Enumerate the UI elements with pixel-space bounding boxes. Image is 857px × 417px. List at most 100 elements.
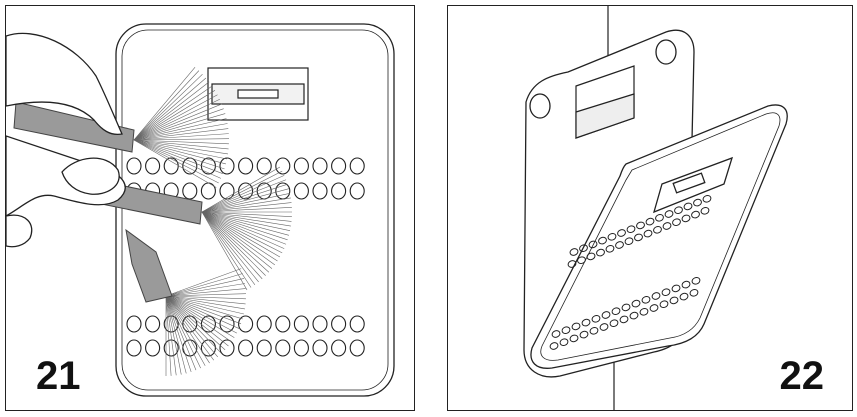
step-21-panel: 21: [5, 5, 415, 411]
vent-hole: [349, 182, 365, 200]
vent-hole: [639, 307, 649, 316]
vent-hole: [256, 339, 272, 357]
vent-hole: [293, 315, 309, 333]
vent-hole: [559, 338, 569, 347]
vent-hole: [605, 244, 615, 253]
vent-hole: [598, 236, 607, 245]
vent-hole: [691, 210, 700, 219]
vent-hole: [312, 339, 328, 357]
vent-hole: [617, 229, 626, 237]
vent-hole: [634, 233, 643, 242]
vent-hole: [611, 307, 621, 316]
vent-hole: [561, 326, 571, 335]
vent-hole: [163, 157, 179, 175]
vent-hole: [662, 222, 672, 230]
vent-hole: [607, 232, 617, 241]
device-front-cover: [530, 104, 788, 369]
vent-hole: [651, 292, 661, 300]
vent-hole: [681, 280, 691, 289]
step-number: 21: [36, 354, 81, 398]
vent-hole: [579, 244, 588, 253]
vent-hole: [238, 339, 254, 357]
vent-hole: [655, 213, 664, 222]
step-22-panel: 22: [447, 5, 853, 411]
step-21-illustration: [6, 23, 395, 397]
vent-hole: [586, 252, 596, 261]
vent-hole: [182, 339, 198, 357]
vent-hole: [683, 202, 693, 211]
vent-hole: [331, 157, 347, 175]
vent-hole: [689, 288, 699, 297]
vent-hole: [581, 318, 591, 327]
vent-hole: [653, 225, 662, 234]
vent-hole: [293, 339, 309, 357]
vent-holes: [549, 194, 712, 350]
vent-hole: [331, 339, 347, 357]
vent-hole: [674, 206, 683, 215]
vent-hole: [312, 182, 328, 200]
vent-hole: [569, 248, 579, 256]
vent-hole: [219, 157, 235, 175]
vent-hole: [275, 157, 291, 175]
vent-hole: [649, 304, 659, 312]
vent-hole: [601, 311, 611, 319]
vent-hole: [569, 334, 579, 343]
vent-hole: [219, 339, 235, 357]
vent-hole: [624, 237, 634, 246]
vent-hole: [145, 315, 161, 333]
vent-hole: [126, 339, 142, 357]
vent-hole: [609, 319, 619, 328]
vent-hole: [551, 330, 561, 338]
vent-hole: [643, 229, 653, 238]
vent-hole: [126, 315, 142, 333]
vent-hole: [331, 182, 347, 200]
vent-hole: [577, 256, 586, 265]
vent-hole: [256, 315, 272, 333]
vent-hole: [579, 330, 589, 339]
vent-hole: [591, 314, 601, 323]
vent-hole: [615, 241, 624, 249]
vent-hole: [671, 284, 681, 293]
vent-hole: [619, 315, 629, 324]
vent-hole: [312, 315, 328, 333]
step-number: 22: [779, 354, 825, 398]
vent-hole: [700, 206, 710, 215]
vent-hole: [702, 194, 712, 203]
vent-hole: [681, 214, 691, 223]
vent-hole: [631, 299, 641, 308]
vent-hole: [693, 198, 702, 207]
vent-hole: [588, 240, 598, 249]
hanger-slot: [207, 67, 309, 121]
vent-hole: [599, 323, 609, 331]
vent-hole: [571, 322, 581, 331]
vent-hole: [629, 311, 639, 320]
vent-hole: [691, 276, 701, 285]
vent-hole: [549, 342, 559, 350]
vent-hole: [661, 288, 671, 297]
vent-hole: [126, 157, 142, 175]
vent-hole: [163, 339, 179, 357]
vent-hole: [626, 225, 636, 234]
vent-hole: [349, 157, 365, 175]
vent-hole: [238, 157, 254, 175]
vent-hole: [312, 157, 328, 175]
vent-hole: [645, 217, 655, 226]
vent-hole: [621, 303, 631, 312]
vent-hole: [275, 315, 291, 333]
vent-hole: [641, 295, 651, 304]
vent-hole: [145, 339, 161, 357]
vent-hole: [636, 221, 645, 230]
vent-hole: [589, 326, 599, 335]
hand-illustration: [6, 32, 126, 248]
hanger-slot: [575, 65, 635, 139]
vent-hole: [256, 157, 272, 175]
vent-hole: [145, 157, 161, 175]
vent-hole: [275, 339, 291, 357]
vent-hole: [659, 300, 669, 309]
vent-hole: [664, 210, 674, 218]
brush-bristles: [133, 67, 292, 376]
vent-hole: [596, 248, 605, 257]
vent-hole: [293, 182, 309, 200]
vent-hole: [672, 218, 681, 227]
vent-hole: [238, 315, 254, 333]
